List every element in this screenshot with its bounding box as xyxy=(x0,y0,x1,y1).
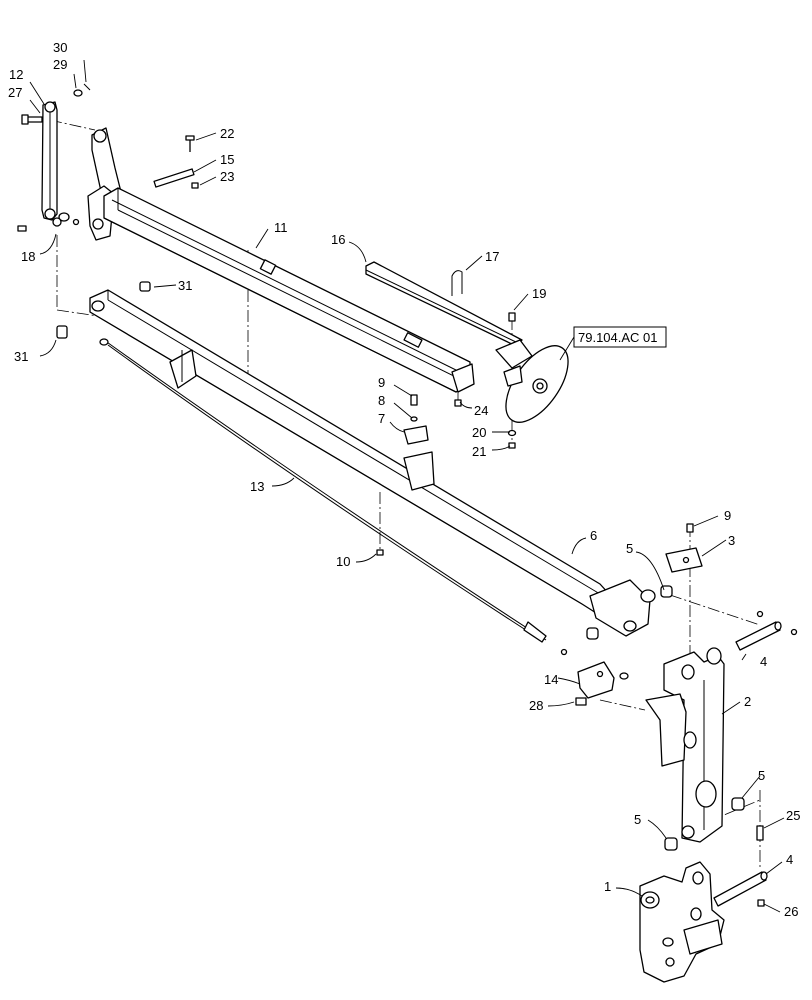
part-11-upper-arm xyxy=(87,127,475,393)
part-29-washer xyxy=(73,89,83,97)
part-9-bolt-upper xyxy=(410,394,418,406)
callout-10: 10 xyxy=(336,554,350,569)
reference-box: 79.104.AC 01 xyxy=(559,326,667,361)
callout-2: 2 xyxy=(744,694,751,709)
callout-4-upper: 4 xyxy=(760,654,767,669)
part-19-bolt xyxy=(508,312,516,322)
part-15-pin xyxy=(153,168,195,188)
part-22-bolt xyxy=(185,135,195,152)
callout-31-top: 31 xyxy=(178,278,192,293)
callout-24: 24 xyxy=(474,403,488,418)
part-3-plate xyxy=(665,547,703,573)
callout-27: 27 xyxy=(8,85,22,100)
part-12-link xyxy=(41,101,58,221)
callout-5-top: 5 xyxy=(626,541,633,556)
part-8-washer xyxy=(410,416,418,422)
part-9-bolt-lower xyxy=(686,523,694,533)
callout-4-lower: 4 xyxy=(786,852,793,867)
callout-5-right: 5 xyxy=(758,768,765,783)
callout-9-lower: 9 xyxy=(724,508,731,523)
part-31-bushing-a xyxy=(139,281,151,292)
part-7-clamp xyxy=(403,425,429,445)
callout-16: 16 xyxy=(331,232,345,247)
callout-1: 1 xyxy=(604,879,611,894)
callout-25: 25 xyxy=(786,808,800,823)
part-1-bottom-bracket xyxy=(639,861,725,983)
callout-12: 12 xyxy=(9,67,23,82)
part-5-bushing-top xyxy=(660,585,673,598)
disc-bracket xyxy=(495,339,569,423)
callout-18: 18 xyxy=(21,249,35,264)
part-5-bushing-right xyxy=(731,797,745,811)
part-5-bushing-mid xyxy=(586,627,599,640)
part-23-nut xyxy=(191,182,199,189)
part-27-bolt xyxy=(21,114,43,125)
part-25-bolt xyxy=(756,825,764,841)
part-20-washer xyxy=(507,429,517,437)
callout-6: 6 xyxy=(590,528,597,543)
part-24-screw xyxy=(454,399,462,407)
callout-31-left: 31 xyxy=(14,349,28,364)
part-17-u-bolt xyxy=(451,270,463,296)
callout-3: 3 xyxy=(728,533,735,548)
callout-15: 15 xyxy=(220,152,234,167)
callout-22: 22 xyxy=(220,126,234,141)
callout-7: 7 xyxy=(378,411,385,426)
part-21-nut xyxy=(508,442,516,449)
callout-labels: 30 29 12 27 18 31 31 22 15 23 11 16 17 1… xyxy=(8,40,800,919)
part-2-vertical-frame xyxy=(645,647,725,843)
part-13-cable xyxy=(99,338,547,643)
part-6-main-beam xyxy=(89,289,656,637)
callout-28: 28 xyxy=(529,698,543,713)
part-4-pin-lower xyxy=(713,871,768,907)
callout-20: 20 xyxy=(472,425,486,440)
callout-21: 21 xyxy=(472,444,486,459)
callout-30: 30 xyxy=(53,40,67,55)
callout-8: 8 xyxy=(378,393,385,408)
part-30-cotter-pin xyxy=(83,83,91,91)
callout-23: 23 xyxy=(220,169,234,184)
reference-label: 79.104.AC 01 xyxy=(578,330,658,345)
part-10-nut xyxy=(376,549,384,556)
callout-5-left: 5 xyxy=(634,812,641,827)
callout-17: 17 xyxy=(485,249,499,264)
part-14-bracket xyxy=(560,648,629,699)
callout-9-upper: 9 xyxy=(378,375,385,390)
part-28-bolt xyxy=(575,697,587,706)
callout-19: 19 xyxy=(532,286,546,301)
callout-11: 11 xyxy=(274,220,288,235)
part-4-pin-upper xyxy=(735,610,798,651)
part-5-bushing-left xyxy=(664,837,678,851)
callout-leaders xyxy=(29,59,785,913)
callout-13: 13 xyxy=(250,479,264,494)
part-31-bushing-b xyxy=(56,325,68,339)
part-26-nut xyxy=(757,899,765,907)
callout-14: 14 xyxy=(544,672,558,687)
callout-29: 29 xyxy=(53,57,67,72)
callout-26: 26 xyxy=(784,904,798,919)
part-18-bushing xyxy=(17,212,80,232)
